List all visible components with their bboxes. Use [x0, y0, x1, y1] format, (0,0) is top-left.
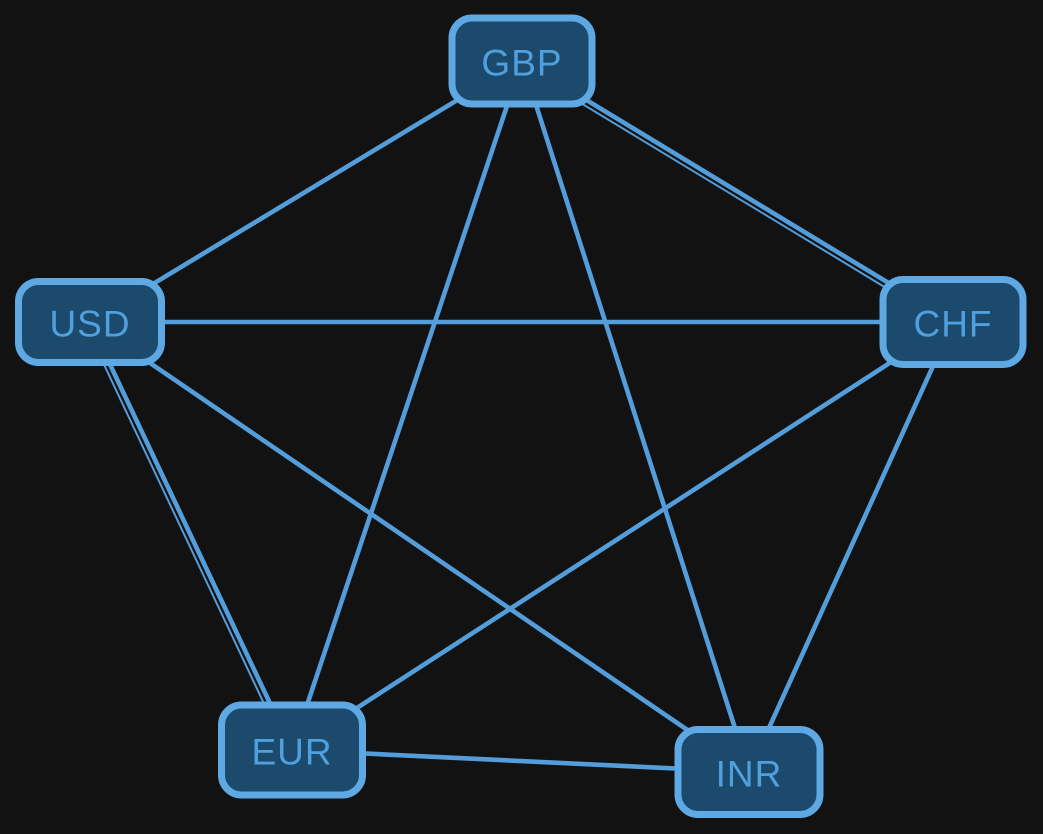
- edge-eur-inr[interactable]: [289, 747, 752, 775]
- node-inr[interactable]: INR: [674, 726, 824, 818]
- edges-layer: [84, 58, 956, 775]
- node-usd-box[interactable]: [15, 278, 165, 366]
- edge-gbp-eur[interactable]: [289, 58, 525, 753]
- node-chf-box[interactable]: [879, 276, 1027, 368]
- edge-usd-eur-sketch-stroke: [84, 323, 289, 754]
- edge-gbp-usd[interactable]: [87, 58, 525, 325]
- edge-chf-inr[interactable]: [746, 319, 956, 775]
- node-inr-label: INR: [716, 754, 783, 795]
- node-gbp-label: GBP: [481, 43, 562, 84]
- node-usd[interactable]: USD: [15, 278, 165, 366]
- node-gbp[interactable]: GBP: [448, 14, 596, 108]
- edge-usd-eur[interactable]: [87, 319, 295, 753]
- edge-gbp-chf-sketch-stroke: [518, 64, 952, 328]
- node-eur[interactable]: EUR: [218, 701, 366, 799]
- node-usd-label: USD: [49, 304, 130, 345]
- edge-chf-eur[interactable]: [289, 319, 956, 753]
- node-inr-box[interactable]: [674, 726, 824, 818]
- node-gbp-box[interactable]: [448, 14, 596, 108]
- edge-gbp-inr[interactable]: [519, 58, 752, 775]
- nodes-layer: GBP USD CHF EUR INR: [15, 14, 1027, 818]
- node-chf[interactable]: CHF: [879, 276, 1027, 368]
- edge-gbp-chf[interactable]: [519, 58, 956, 325]
- node-chf-label: CHF: [913, 304, 992, 345]
- node-eur-label: EUR: [251, 732, 332, 773]
- edge-usd-inr[interactable]: [87, 319, 752, 775]
- node-eur-box[interactable]: [218, 701, 366, 799]
